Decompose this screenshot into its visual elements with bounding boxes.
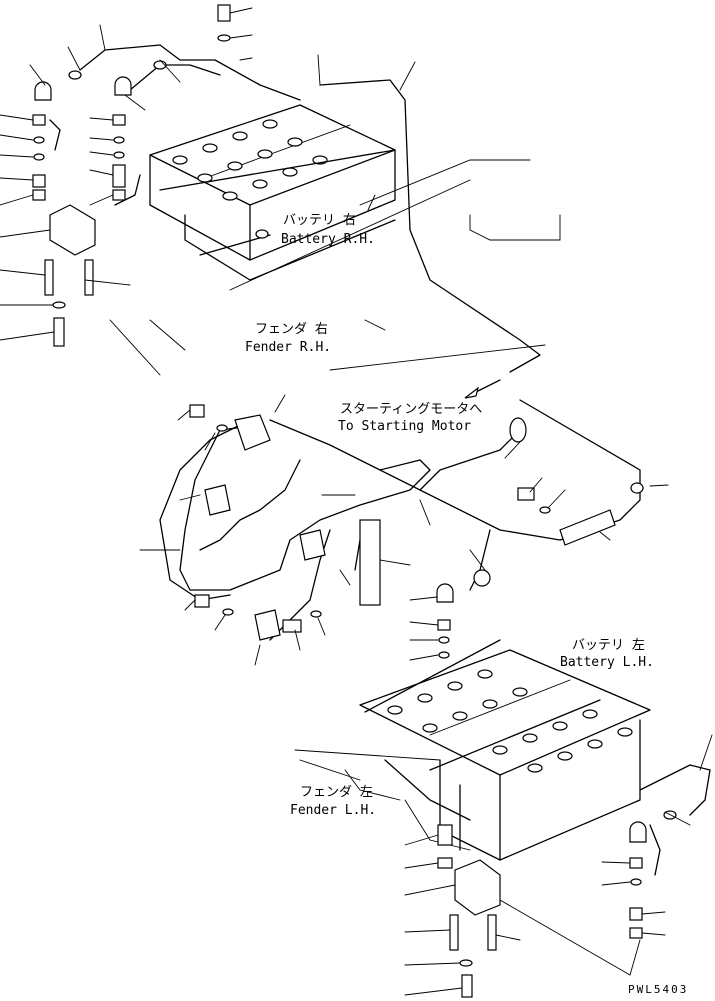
label-fender-rh-en: Fender R.H. (245, 340, 331, 355)
terminal-cap-icon (629, 821, 647, 843)
washer-icon (52, 301, 66, 309)
label-fender-lh-en: Fender L.H. (290, 803, 376, 818)
label-battery-lh-jp: バッテリ 左 (572, 638, 645, 653)
washer-icon (33, 153, 45, 161)
washer-icon (222, 608, 234, 616)
bolt-icon (217, 4, 231, 22)
bracket-icon (359, 519, 381, 606)
washer-icon (33, 136, 45, 144)
bolt-icon (449, 914, 459, 951)
bolt-icon (282, 619, 302, 633)
relay-icon (454, 859, 501, 916)
terminal-cap-icon (436, 583, 454, 603)
label-fender-lh-jp: フェンダ 左 (300, 785, 373, 800)
nut-icon (629, 927, 643, 939)
battery-rh-assembly (109, 104, 561, 376)
bolt-icon (461, 974, 473, 998)
battery-lh-assembly (294, 639, 711, 876)
label-starting-motor-en: To Starting Motor (338, 419, 471, 434)
washer-icon (438, 636, 450, 644)
spacer-icon (32, 174, 46, 188)
bolt-icon (517, 487, 535, 501)
washer-icon (113, 151, 125, 159)
label-battery-lh-en: Battery L.H. (560, 655, 654, 670)
leaders-middle (139, 394, 669, 666)
nut-icon (32, 114, 46, 126)
washer-icon (539, 506, 551, 514)
grommet-icon (630, 482, 644, 494)
grommet-icon (509, 417, 527, 443)
nut-icon (437, 857, 453, 869)
washer-icon (113, 136, 125, 144)
washer-icon (216, 424, 228, 432)
labels: バッテリ 右 Battery R.H. フェンダ 右 Fender R.H. ス… (245, 213, 688, 996)
bolt-icon (53, 317, 65, 347)
terminal-cap-icon (34, 81, 52, 101)
bolt-icon (194, 594, 210, 608)
drawing-code: PWL5403 (628, 983, 688, 996)
arrow-icon (464, 386, 480, 399)
bolt-icon (189, 404, 205, 418)
washer-icon (217, 34, 231, 42)
spacer-icon (437, 824, 453, 846)
clamp-icon (204, 484, 231, 516)
clamp-icon (299, 529, 326, 561)
nut-icon (437, 619, 451, 631)
spacer-icon (629, 907, 643, 921)
label-fender-rh-jp: フェンダ 右 (255, 322, 328, 337)
label-battery-rh-jp: バッテリ 右 (283, 213, 356, 228)
harness-rh (49, 44, 541, 373)
terminal-cap-icon (114, 76, 132, 96)
clamp-icon (234, 414, 271, 451)
bolt-icon (84, 259, 94, 296)
bolt-icon (487, 914, 497, 951)
clamp-icon (559, 509, 616, 546)
relay-icon (49, 204, 96, 256)
nut-icon (629, 857, 643, 869)
nut-icon (112, 114, 126, 126)
washer-icon (630, 878, 642, 886)
grommet-icon (68, 70, 82, 80)
grommet-icon (473, 569, 491, 587)
nut-icon (112, 189, 126, 201)
nut-icon (32, 189, 46, 201)
label-starting-motor-jp: スターティングモータへ (340, 402, 482, 417)
bolt-icon (44, 259, 54, 296)
washer-icon (310, 610, 322, 618)
washer-icon (438, 651, 450, 659)
label-battery-rh-en: Battery R.H. (281, 232, 375, 247)
clamp-icon (254, 609, 281, 641)
spacer-icon (112, 164, 126, 188)
parts-lh (437, 619, 677, 998)
leaders-upper (0, 7, 416, 341)
parts-rh (32, 4, 269, 347)
washer-icon (459, 959, 473, 967)
terminal-icon (255, 229, 269, 239)
leaders-lower (404, 621, 713, 996)
